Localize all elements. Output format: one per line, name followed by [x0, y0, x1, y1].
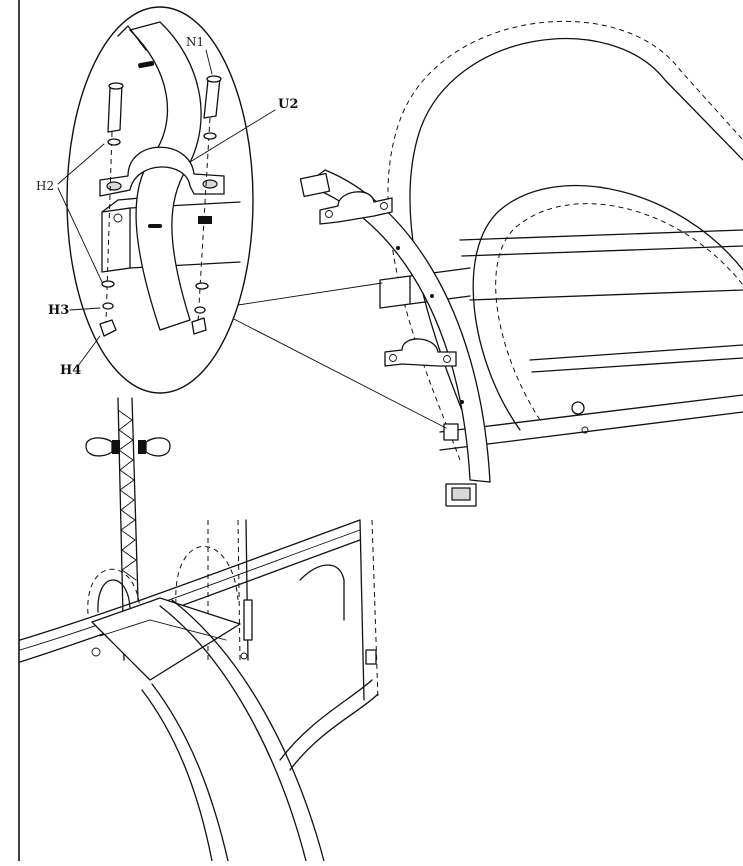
washer-h2-top-right [203, 132, 217, 140]
bolt-axis-right [197, 117, 211, 323]
tube-hole [396, 246, 400, 250]
slide-left-edge-outer [141, 689, 213, 862]
clamp-bolt-hole [325, 210, 333, 218]
washer-h3-right [194, 306, 206, 314]
main-frame-assembly [299, 20, 743, 507]
bolt-left-head [108, 82, 124, 90]
slide-right-edge-inner [159, 605, 307, 862]
leader-h2-upper [57, 143, 105, 185]
washer-h3-left [102, 302, 114, 310]
frame-rim-outer [19, 519, 361, 641]
slide-tower-assembly [19, 397, 379, 862]
knob-left-stem [112, 440, 120, 454]
detail-frame-bar-end [101, 207, 131, 273]
slide-right-edge-outer [171, 599, 325, 862]
rail-bolt-hole [581, 426, 589, 434]
bottom-rail-bottom [439, 411, 743, 451]
leader-n1 [205, 49, 213, 75]
square-tube-end [379, 275, 411, 309]
bolt-left [107, 83, 123, 133]
detail-tube-slot [148, 224, 162, 228]
detail-bar-slot [198, 216, 212, 224]
handrail-second-loop-dashed [495, 203, 743, 421]
bolt-axis-left [105, 131, 113, 323]
right-post-bracket [365, 649, 377, 665]
ladder-post-right [131, 397, 139, 601]
bottom-rail-top [439, 394, 743, 433]
tube-hole [430, 294, 434, 298]
callout-leader-upper [237, 282, 383, 306]
upright-bracket [243, 599, 253, 641]
lower-u-clamp [384, 338, 457, 367]
handle-loop-right [175, 546, 239, 605]
frame-fitting [91, 647, 101, 657]
leader-h3 [69, 307, 101, 311]
right-post-dashed [371, 519, 379, 701]
frame-rim-inner [19, 539, 361, 663]
label-u2: U2 [278, 97, 298, 112]
leader-h4 [77, 335, 101, 367]
rail-fitting [571, 401, 585, 415]
clamp-bolt-hole [389, 354, 397, 362]
callout-leader-lower [231, 317, 447, 429]
arched-tube-top-end [299, 172, 331, 198]
washer-h2-bottom-right [195, 282, 209, 290]
frame-bar-top [459, 229, 743, 241]
clamp-bolt-hole [380, 202, 388, 210]
frame-rim-mid [19, 529, 361, 651]
leader-h2-lower [57, 187, 103, 283]
frame-fitting [240, 652, 248, 660]
detail-callout: N1 U2 H2 H3 H4 [36, 6, 298, 394]
tube-hole [460, 400, 464, 404]
side-tube-lower [279, 679, 373, 761]
label-h3: H3 [48, 303, 69, 318]
clamp-bolt-hole [443, 355, 451, 363]
handle-loop-left [87, 568, 141, 615]
knob-left [85, 437, 113, 457]
knob-right-stem [138, 440, 146, 454]
u2-clamp-hole-left [106, 181, 122, 191]
washer-h2-top-left [107, 138, 121, 146]
upright-dashed-2 [237, 519, 241, 661]
frame-bar-mid [469, 289, 743, 301]
frame-bar-top-lower [461, 245, 743, 257]
upper-u-clamp [319, 191, 393, 225]
label-h4: H4 [60, 363, 81, 378]
detail-curved-tube [129, 21, 202, 331]
right-post-solid [359, 519, 365, 701]
u2-clamp [99, 146, 225, 197]
bolt-right-head [206, 75, 222, 83]
leader-u2 [189, 109, 276, 163]
ladder-zigzag [117, 409, 137, 581]
slide-platform-edge [99, 619, 227, 641]
knob-right [145, 437, 171, 457]
detail-tube-slot [138, 60, 155, 69]
frame-bar-step [529, 344, 743, 361]
nut-h4-left [99, 319, 117, 337]
side-tube-lower-2 [289, 693, 379, 771]
washer-h2-bottom-left [101, 280, 115, 288]
u2-clamp-hole-right [202, 179, 218, 189]
side-tube-upper [299, 564, 345, 621]
tube-joint-block [443, 423, 459, 441]
slide-left-edge-inner [151, 683, 229, 862]
label-n1: N1 [186, 35, 204, 49]
handrail-second-loop [472, 184, 743, 431]
arched-tube-bottom-socket [451, 487, 471, 501]
frame-bar-step-lower [531, 357, 743, 373]
detail-bar-hole [113, 213, 123, 223]
handrail-outer-curve [387, 20, 743, 461]
detail-tube-top-cut [117, 25, 147, 51]
slide-top-platform [91, 597, 241, 681]
nut-h4-right [191, 317, 207, 335]
label-h2: H2 [36, 179, 54, 193]
handle-loop-left-inner [97, 579, 131, 613]
